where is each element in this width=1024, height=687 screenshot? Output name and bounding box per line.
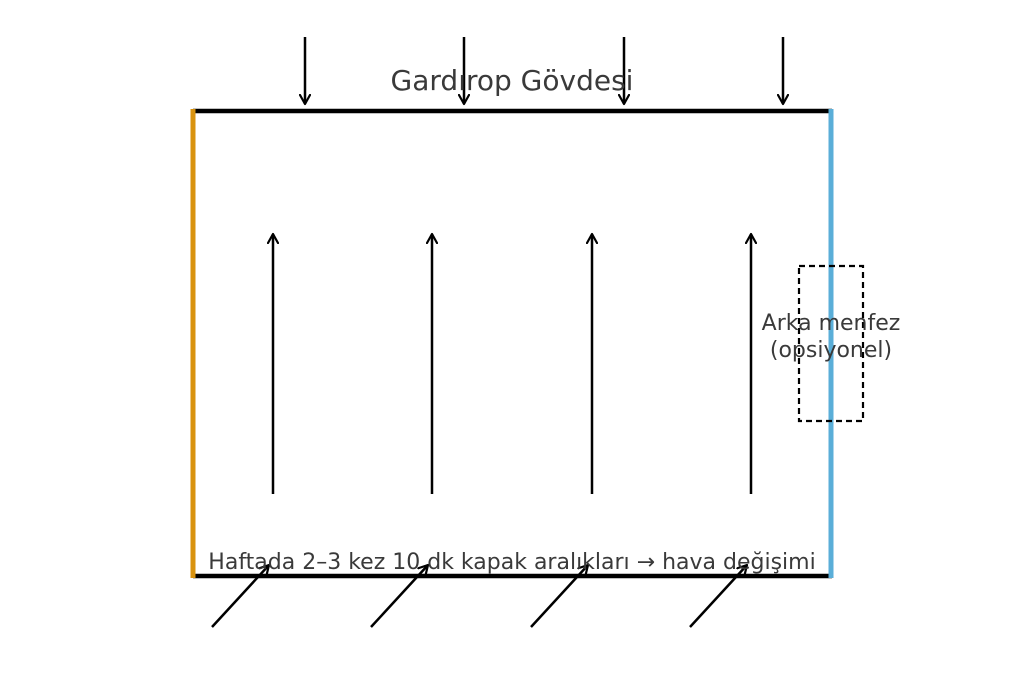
rear-vent-label-line2: (opsiyonel) [770, 338, 892, 363]
rear-vent: Arka menfez (opsiyonel) [762, 264, 901, 423]
bottom-arrow-2 [370, 565, 428, 628]
top-inflow-arrows [305, 37, 783, 104]
bottom-arrow-1 [211, 565, 269, 628]
bottom-note: Haftada 2–3 kez 10 dk kapak aralıkları →… [208, 550, 815, 575]
rear-vent-box [797, 264, 865, 423]
rear-vent-label-line1: Arka menfez [762, 311, 901, 336]
wardrobe-body [190, 108, 834, 579]
bottom-arrow-3 [530, 565, 588, 628]
internal-upflow-arrows [273, 234, 751, 494]
bottom-arrow-4 [689, 565, 747, 628]
bottom-inflow-arrows [211, 565, 747, 628]
diagram-title: Gardırop Gövdesi [391, 64, 634, 97]
